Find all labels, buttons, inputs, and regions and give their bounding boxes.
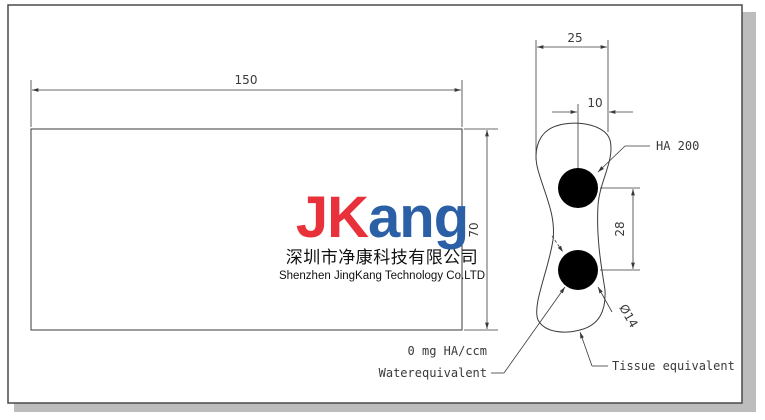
dim-150-text: 150: [235, 73, 258, 87]
dimension-spacing-28: 28: [600, 187, 640, 271]
insert-0mg: [558, 250, 598, 290]
leader-ha200: HA 200: [597, 139, 699, 173]
leader-tissue-equivalent: Tissue equivalent: [579, 331, 735, 373]
kidney-phantom-outline: [535, 122, 612, 333]
dimension-width-150: 150: [30, 73, 463, 127]
company-watermark: JKang 深圳市净康科技有限公司 Shenzhen JingKang Tech…: [262, 188, 502, 284]
logo-letter-j: J: [295, 185, 328, 250]
logo-letter-k: K: [327, 185, 369, 250]
sheet-frame: [7, 4, 743, 404]
dim-70-text: 70: [467, 222, 481, 237]
dim-25-text: 25: [567, 31, 582, 45]
label-ha200: HA 200: [656, 139, 699, 153]
dimension-width-25: 25: [535, 31, 609, 160]
jkang-logo: JKang: [262, 188, 502, 248]
dimension-height-70: 70: [464, 128, 498, 331]
label-tissue-equivalent: Tissue equivalent: [612, 359, 735, 373]
label-water-equivalent: Waterequivalent: [379, 366, 487, 380]
dimension-offset-10: 10: [552, 96, 633, 168]
logo-letters-ang: ang: [368, 185, 469, 250]
rectangular-phantom: [30, 128, 463, 331]
dim-10-text: 10: [587, 96, 602, 110]
dim-28-text: 28: [613, 221, 627, 236]
company-name-chinese: 深圳市净康科技有限公司: [285, 248, 479, 268]
insert-ha200: [558, 168, 598, 208]
company-name-english: Shenzhen JingKang Technology Co.LTD: [278, 270, 486, 282]
label-zero-mg: 0 mg HA/ccm: [408, 344, 487, 358]
leader-water-equivalent: 0 mg HA/ccm Waterequivalent: [379, 235, 566, 380]
